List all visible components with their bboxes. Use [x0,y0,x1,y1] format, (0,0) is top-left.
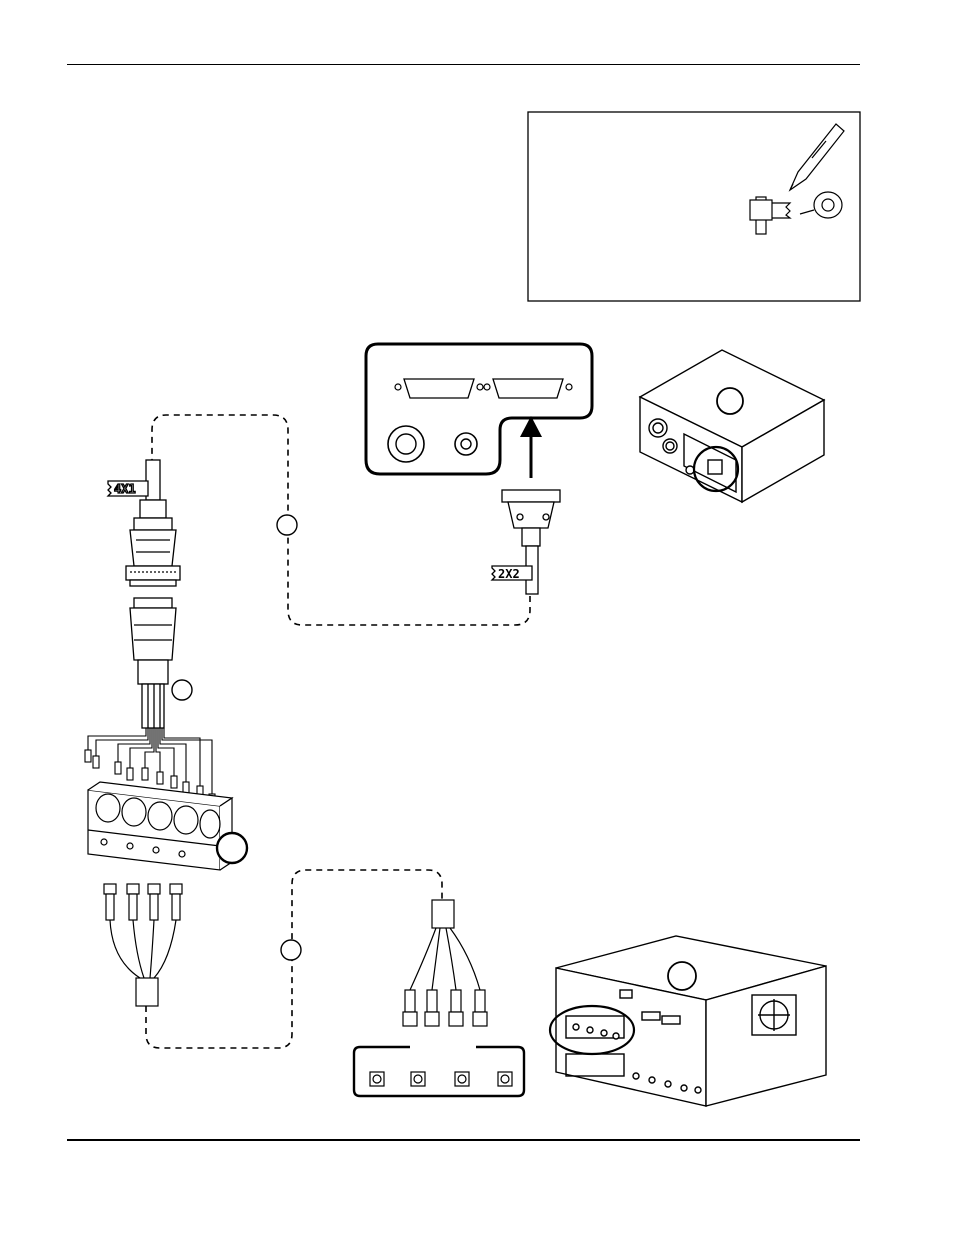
hose-bundle-center [402,899,488,1027]
highlight-ellipse-gas-ports [548,1004,636,1056]
dashed-cable-loop-upper [151,414,531,626]
marked-cable-icon [749,196,792,235]
tape-roll-icon [799,191,843,219]
gas-console-lower [555,935,827,1107]
footer-rule [67,1139,860,1141]
callout-circle-harness [171,679,193,701]
gas-port-panel [352,1045,526,1098]
wire-fanout [87,728,213,794]
callout-circle-manifold [215,831,249,865]
hose-bundle-left [103,883,183,1007]
callout-circle-cable-1 [276,514,298,536]
pen-icon [788,123,845,192]
round-connector-cable: 4X1 [106,459,181,729]
callout-circle-cable-2 [280,939,302,961]
insert-arrow [520,416,542,478]
cable-tag-upper: 4X1 [106,480,149,497]
solenoid-manifold [87,781,234,871]
cable-tag-lower-text: 2X2 [498,567,520,581]
connector-panel-detail [364,342,594,476]
callout-circle-console [667,961,697,991]
header-rule [67,64,860,65]
dsub-plug [501,489,561,595]
marking-tip-box [527,111,861,302]
spade-terminals [84,749,216,807]
highlight-circle-port-upper [692,445,740,493]
control-module-upper [638,349,826,504]
cable-tag-lower: 2X2 [490,565,533,581]
callout-circle-module-upper [716,387,744,415]
cable-tag-upper-text: 4X1 [114,482,136,496]
